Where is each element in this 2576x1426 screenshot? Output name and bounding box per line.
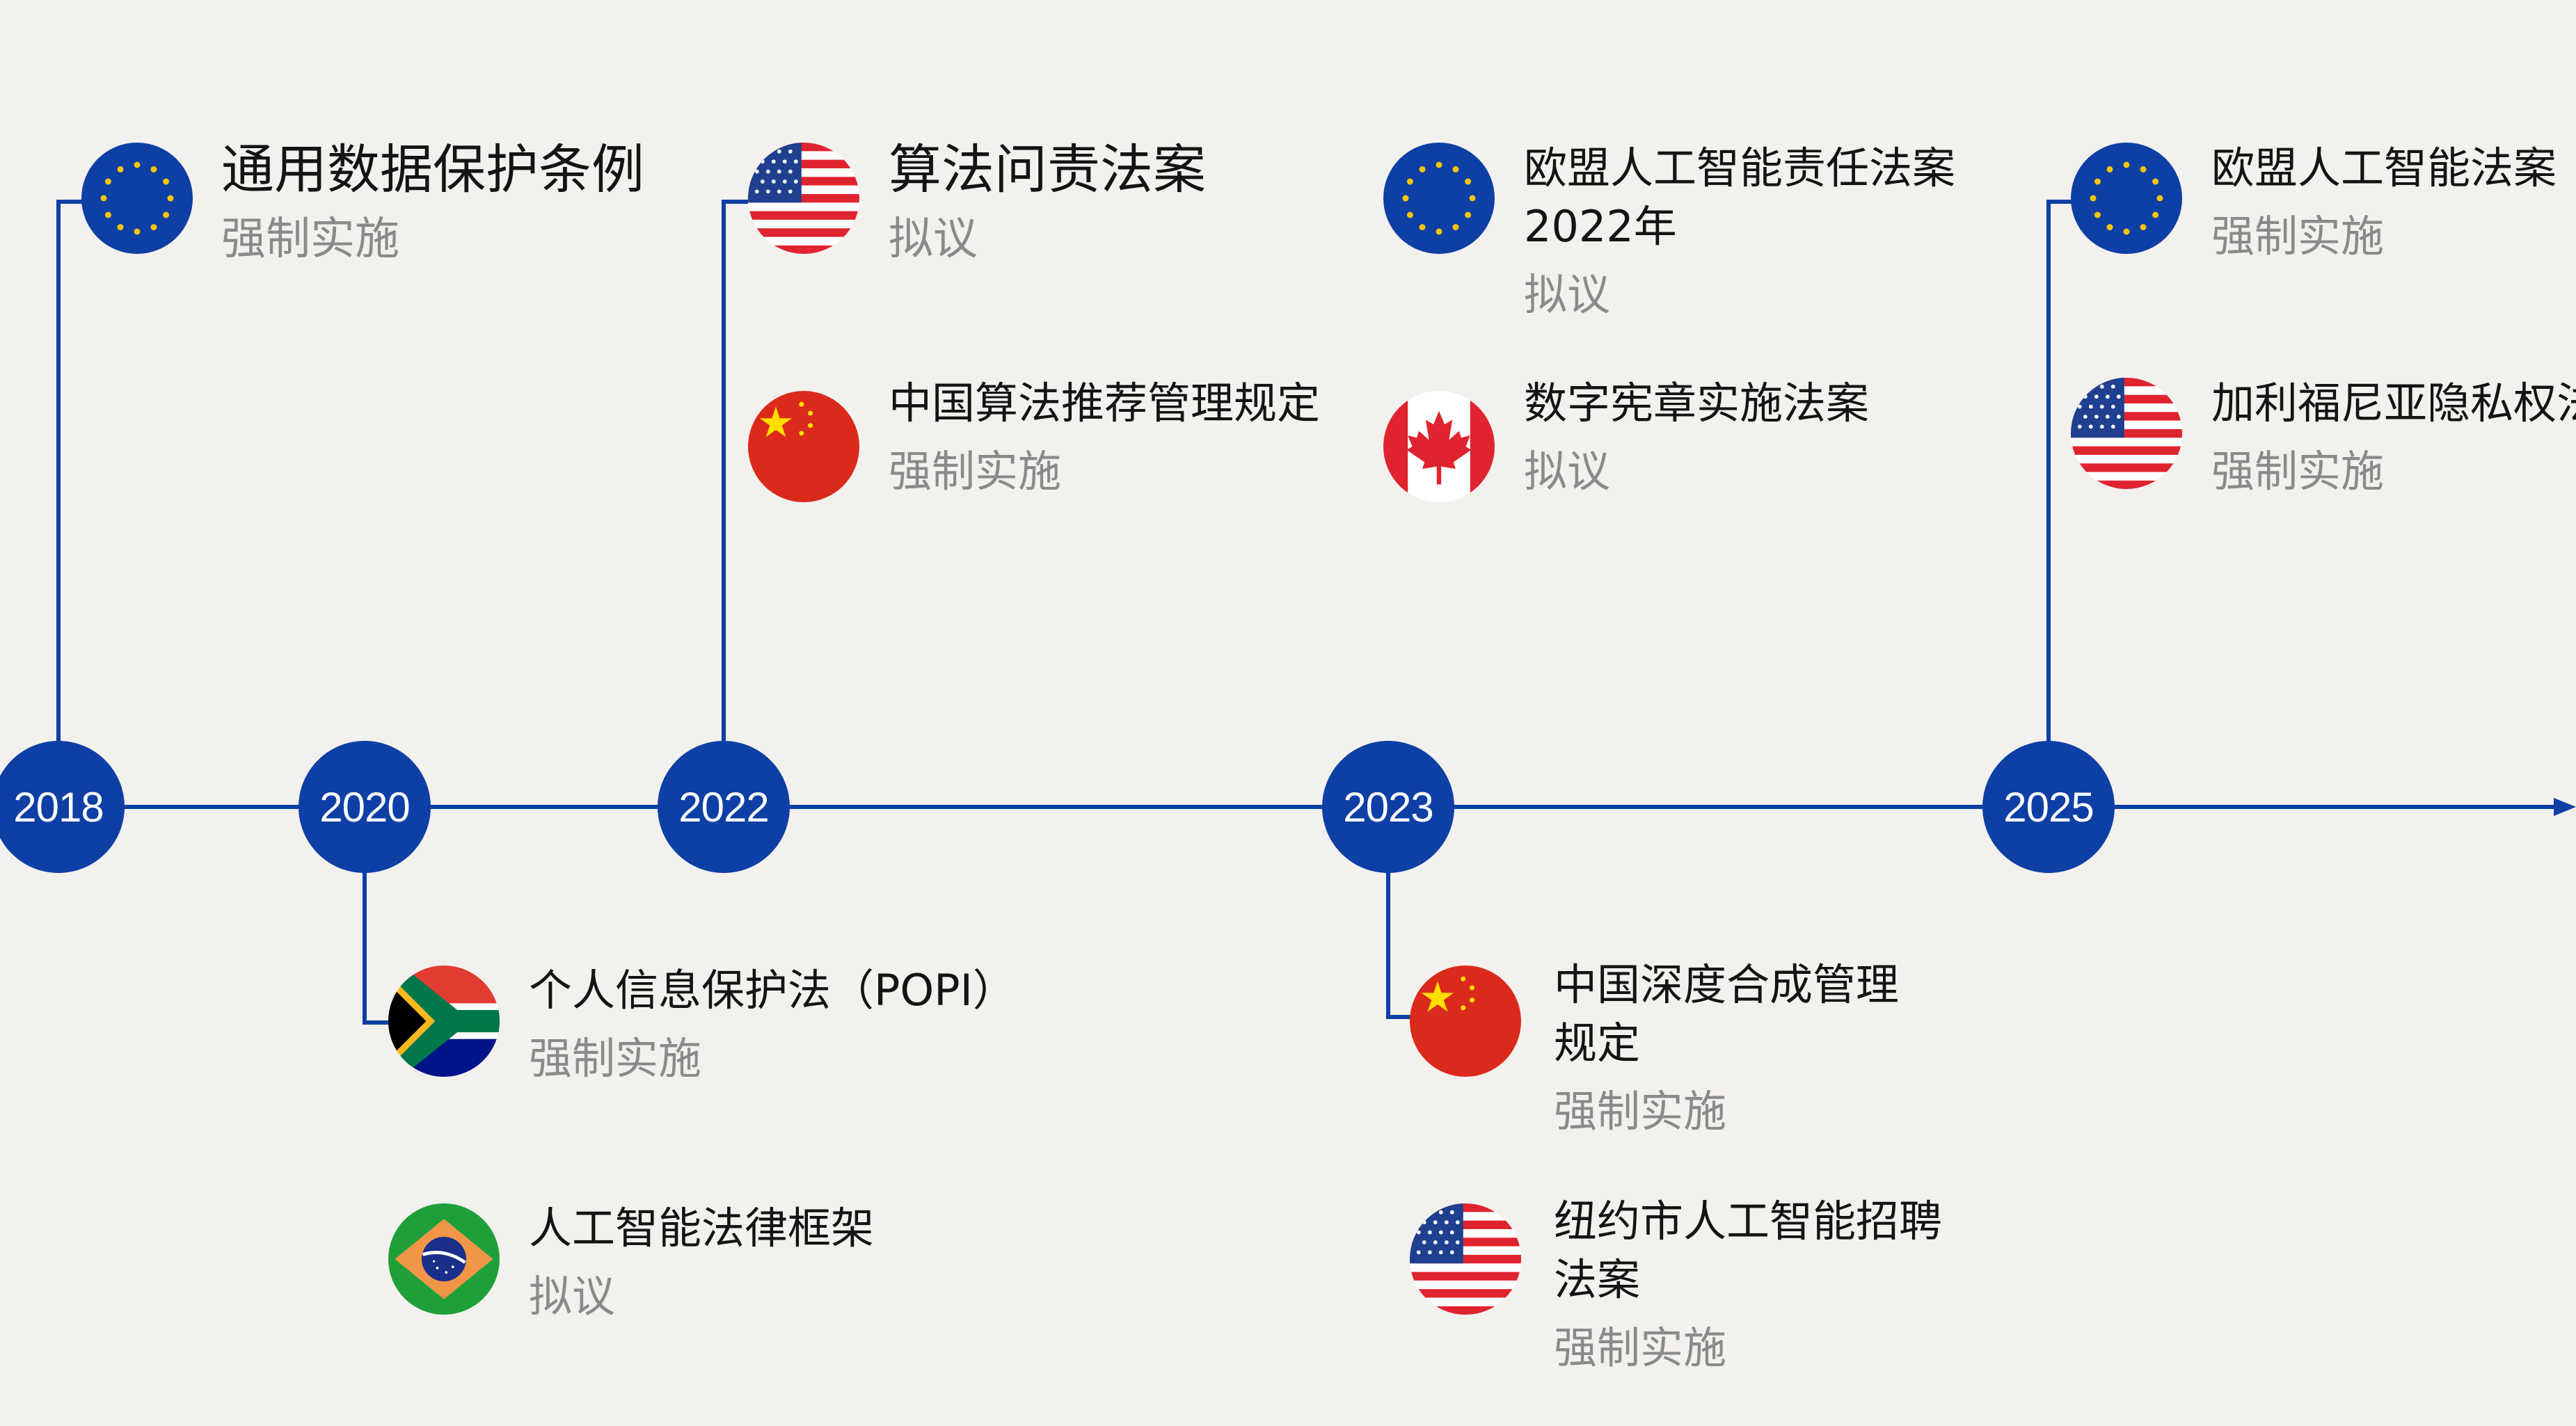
us-flag-icon (1410, 1203, 1521, 1315)
law-title: 个人信息保护法（POPI） (529, 965, 1016, 1016)
law-status: 拟议 (889, 213, 978, 265)
china-flag-icon (748, 391, 859, 502)
connector-2022 (722, 200, 748, 807)
law-status: 强制实施 (1554, 1322, 1727, 1373)
law-status: 强制实施 (529, 1033, 702, 1084)
law-gdpr: 通用数据保护条例 强制实施 (221, 138, 644, 266)
connector-2025 (2046, 200, 2074, 807)
law-digital-charter: 数字宪章实施法案 拟议 (1524, 374, 1869, 498)
law-brazil-ai: 人工智能法律框架 拟议 (529, 1199, 874, 1323)
south-africa-flag-icon (388, 966, 500, 1077)
year-label: 2022 (678, 783, 769, 831)
law-china-algo: 中国算法推荐管理规定 强制实施 (889, 374, 1320, 498)
law-status: 强制实施 (2211, 446, 2385, 497)
law-title: 加利福尼亚隐私权法 (2211, 378, 2576, 428)
law-title: 中国深度合成管理 (1554, 959, 1900, 1010)
law-nyc-ai-hiring: 纽约市人工智能招聘 法案 强制实施 (1554, 1192, 1942, 1375)
eu-flag-icon (1383, 143, 1495, 254)
law-eu-ai-act: 欧盟人工智能法案 强制实施 (2211, 139, 2557, 263)
year-label: 2020 (319, 783, 410, 831)
year-node-2023: 2023 (1322, 741, 1454, 873)
law-title: 欧盟人工智能责任法案 (1524, 143, 1956, 193)
law-title-line2: 法案 (1554, 1254, 1641, 1305)
connector-2020 (363, 807, 390, 1025)
year-label: 2023 (1343, 783, 1433, 831)
year-node-2018: 2018 (0, 741, 125, 873)
year-label: 2018 (13, 783, 104, 831)
law-title-line2: 规定 (1554, 1018, 1641, 1068)
us-flag-icon (748, 143, 859, 254)
law-status: 强制实施 (221, 213, 399, 265)
law-status: 拟议 (529, 1271, 616, 1322)
china-flag-icon (1410, 966, 1521, 1077)
year-node-2020: 2020 (299, 741, 431, 873)
law-status: 强制实施 (2211, 211, 2385, 262)
law-status: 拟议 (1524, 446, 1611, 497)
connector-2018 (56, 200, 84, 807)
law-title: 算法问责法案 (889, 138, 1206, 200)
law-title: 通用数据保护条例 (221, 138, 644, 200)
canada-flag-icon (1383, 391, 1495, 502)
law-california-privacy: 加利福尼亚隐私权法 强制实施 (2211, 374, 2576, 498)
eu-flag-icon (81, 143, 193, 254)
law-eu-ai-liability: 欧盟人工智能责任法案 2022年 拟议 (1524, 139, 1955, 321)
year-label: 2025 (2003, 783, 2094, 831)
law-status: 拟议 (1524, 269, 1611, 320)
connector-2023 (1386, 807, 1413, 1019)
law-title: 中国算法推荐管理规定 (889, 378, 1321, 428)
year-node-2025: 2025 (1982, 741, 2115, 873)
us-flag-icon (2071, 378, 2182, 489)
law-status: 强制实施 (889, 446, 1062, 497)
law-china-deep-synthesis: 中国深度合成管理 规定 强制实施 (1554, 956, 1899, 1138)
brazil-flag-icon (388, 1203, 500, 1315)
law-title: 欧盟人工智能法案 (2211, 143, 2557, 193)
law-status: 强制实施 (1554, 1086, 1727, 1137)
timeline-arrowhead (2554, 798, 2576, 816)
law-title: 数字宪章实施法案 (1524, 378, 1870, 428)
law-title-line2: 2022年 (1524, 201, 1677, 252)
eu-flag-icon (2071, 143, 2182, 254)
law-title: 纽约市人工智能招聘 (1554, 1196, 1943, 1247)
year-node-2022: 2022 (658, 741, 790, 873)
law-algo-accountability: 算法问责法案 拟议 (889, 138, 1206, 266)
law-title: 人工智能法律框架 (529, 1203, 875, 1253)
law-popi: 个人信息保护法（POPI） 强制实施 (529, 961, 1016, 1085)
